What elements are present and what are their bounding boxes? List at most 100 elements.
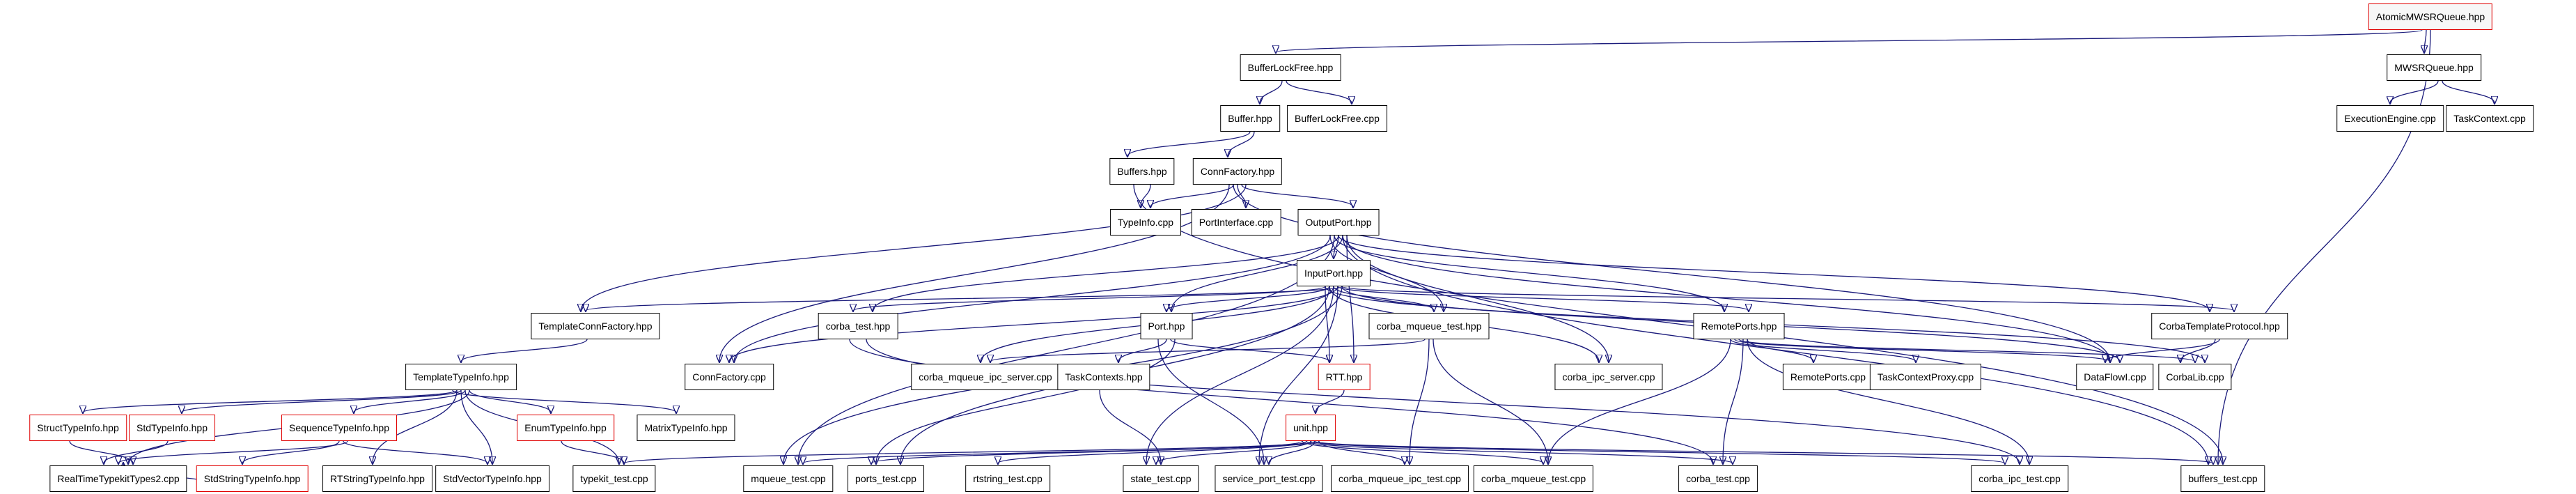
node-templatetypeinfo-hpp[interactable]: TemplateTypeInfo.hpp [405,364,517,390]
include-edge [1310,440,2005,463]
include-edge [1334,235,1339,258]
node-corba-mqueue-test-hpp[interactable]: corba_mqueue_test.hpp [1368,313,1490,339]
node-enumtypeinfo-hpp[interactable]: EnumTypeInfo.hpp [517,415,614,441]
node-stdvectortypeinfo-hpp[interactable]: StdVectorTypeInfo.hpp [435,465,549,492]
include-edge [182,389,462,412]
node-matrixtypeinfo-hpp[interactable]: MatrixTypeInfo.hpp [637,415,735,441]
node-port-hpp[interactable]: Port.hpp [1140,313,1193,339]
node-taskcontext-cpp[interactable]: TaskContext.cpp [2446,105,2534,132]
node-atomicmwsrqueue-hpp[interactable]: AtomicMWSRQueue.hpp [2368,3,2493,30]
include-edge [1259,286,1338,463]
node-structtypeinfo-hpp[interactable]: StructTypeInfo.hpp [29,415,127,441]
include-edge [1329,235,1444,311]
include-edge [242,440,340,463]
node-rtt-hpp[interactable]: RTT.hpp [1318,364,1371,390]
include-edge [729,286,1338,362]
node-corba-test-cpp[interactable]: corba_test.cpp [1678,465,1758,492]
node-templateconnfactory-hpp[interactable]: TemplateConnFactory.hpp [531,313,660,339]
include-edge [1228,131,1255,156]
include-edge [1341,286,2234,311]
node-rtstring-test-cpp[interactable]: rtstring_test.cpp [965,465,1050,492]
include-edge [1747,339,2029,463]
node-corba-ipc-server-cpp[interactable]: corba_ipc_server.cpp [1554,364,1663,390]
include-edge [1286,80,1352,103]
include-edge [734,235,1331,362]
include-edge [1346,235,1609,362]
include-edge [118,440,348,463]
include-edge [452,389,676,412]
node-corba-mqueue-ipc-server-cpp[interactable]: corba_mqueue_ipc_server.cpp [911,364,1060,390]
node-buffers-hpp[interactable]: Buffers.hpp [1109,158,1175,185]
include-edge [1738,339,2195,362]
node-dataflowi-cpp[interactable]: DataFlowI.cpp [2076,364,2154,390]
node-typekit-test-cpp[interactable]: typekit_test.cpp [572,465,656,492]
include-edge [1276,29,2423,52]
include-edge [1316,389,1345,412]
include-edge [1171,235,1343,311]
node-bufferlockfree-cpp[interactable]: BufferLockFree.cpp [1287,105,1387,132]
node-unit-hpp[interactable]: unit.hpp [1286,415,1336,441]
node-stdstringtypeinfo-hpp[interactable]: StdStringTypeInfo.hpp [196,465,309,492]
include-edge [1150,184,1234,207]
include-edge [1314,440,2213,463]
include-edge [1133,184,2223,463]
include-edge [853,286,1326,311]
include-edge [1338,235,2210,311]
node-corbatemplateprotocol-hpp[interactable]: CorbaTemplateProtocol.hpp [2151,313,2288,339]
node-mqueue-test-cpp[interactable]: mqueue_test.cpp [743,465,834,492]
include-edge [1141,184,1151,207]
node-ports-test-cpp[interactable]: ports_test.cpp [848,465,924,492]
node-service-port-test-cpp[interactable]: service_port_test.cpp [1215,465,1323,492]
node-remoteports-hpp[interactable]: RemotePorts.hpp [1693,313,1785,339]
include-edge [873,235,1339,311]
include-edge [1346,235,1354,362]
include-edge [586,286,1343,311]
node-corba-mqueue-ipc-test-cpp[interactable]: corba_mqueue_ipc_test.cpp [1331,465,1469,492]
node-inputport-hpp[interactable]: InputPort.hpp [1296,260,1371,286]
node-buffer-hpp[interactable]: Buffer.hpp [1220,105,1280,132]
include-edge [1325,286,1329,362]
node-stdtypeinfo-hpp[interactable]: StdTypeInfo.hpp [129,415,215,441]
node-mwsrqueue-hpp[interactable]: MWSRQueue.hpp [2387,54,2481,81]
node-state-test-cpp[interactable]: state_test.cpp [1123,465,1199,492]
node-taskcontexts-hpp[interactable]: TaskContexts.hpp [1057,364,1150,390]
node-outputport-hpp[interactable]: OutputPort.hpp [1297,209,1380,236]
node-connfactory-cpp[interactable]: ConnFactory.cpp [685,364,774,390]
include-edge [1433,339,1548,463]
node-sequencetypeinfo-hpp[interactable]: SequenceTypeInfo.hpp [281,415,398,441]
include-edge [2424,29,2426,52]
include-edge [1156,440,1311,463]
node-rtstringtypeinfo-hpp[interactable]: RTStringTypeInfo.hpp [322,465,432,492]
node-connfactory-hpp[interactable]: ConnFactory.hpp [1192,158,1283,185]
include-edge [990,339,1426,362]
include-edge [1241,184,1353,207]
include-edge [1233,184,2110,362]
node-buffers-test-cpp[interactable]: buffers_test.cpp [2180,465,2265,492]
include-edge [1146,286,1334,463]
node-typeinfo-cpp[interactable]: TypeInfo.cpp [1109,209,1182,236]
include-edge [69,440,133,463]
include-edge [354,389,466,412]
include-edge [1410,339,1430,463]
include-edge [624,440,1316,463]
node-remoteports-cpp[interactable]: RemotePorts.cpp [1782,364,1874,390]
node-corbalib-cpp[interactable]: CorbaLib.cpp [2158,364,2232,390]
include-edge [876,339,1176,463]
node-corba-test-hpp[interactable]: corba_test.hpp [818,313,898,339]
include-edge [373,389,458,463]
include-edge [1734,339,2110,362]
include-edge [581,184,1247,311]
node-realtimetypekittypes2-cpp[interactable]: RealTimeTypekitTypes2.cpp [49,465,187,492]
node-bufferlockfree-hpp[interactable]: BufferLockFree.hpp [1240,54,1341,81]
node-corba-ipc-test-cpp[interactable]: corba_ipc_test.cpp [1971,465,2068,492]
include-edge [1237,184,1246,207]
node-executionengine-cpp[interactable]: ExecutionEngine.cpp [2336,105,2444,132]
node-corba-mqueue-test-cpp[interactable]: corba_mqueue_test.cpp [1473,465,1594,492]
include-edge [1342,235,2110,362]
include-edge [1269,440,1316,463]
include-edge [1302,440,1543,463]
node-taskcontextproxy-cpp[interactable]: TaskContextProxy.cpp [1869,364,1982,390]
node-portinterface-cpp[interactable]: PortInterface.cpp [1191,209,1281,236]
include-edge [1306,440,1733,463]
